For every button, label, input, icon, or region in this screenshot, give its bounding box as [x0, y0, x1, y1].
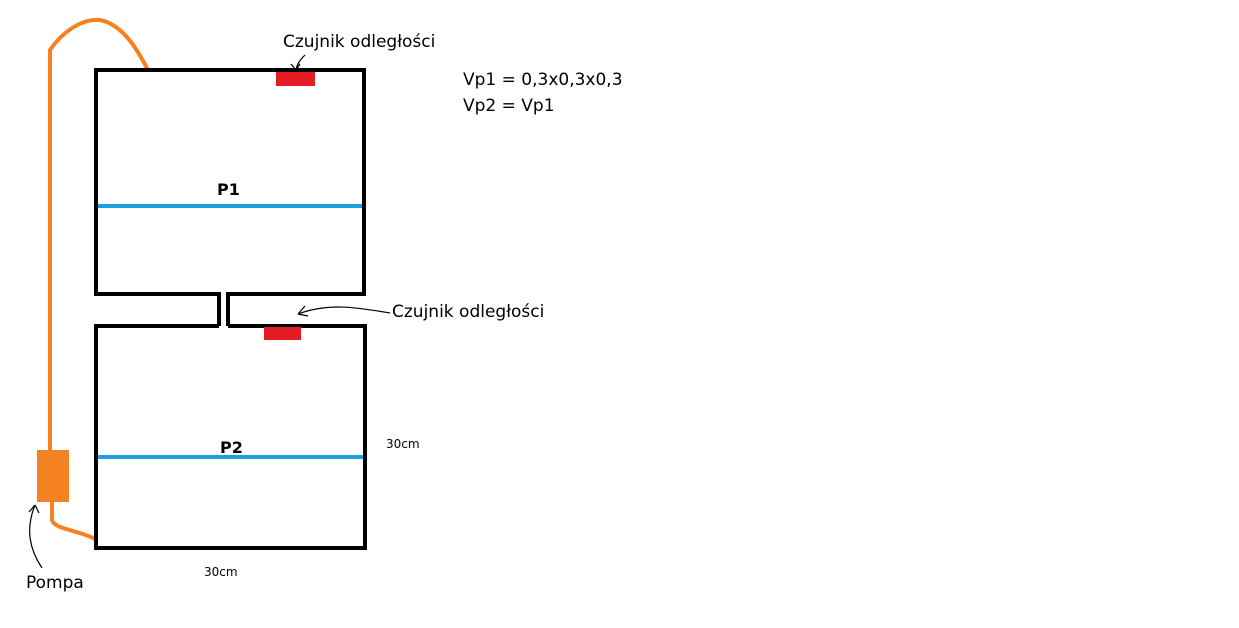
- pump-label: Pompa: [26, 573, 84, 593]
- tank-p1-outline: [94, 68, 366, 326]
- tank-p2-outline: [94, 324, 367, 550]
- distance-sensor-bottom: [264, 327, 301, 340]
- arrow-sensor-mid: [297, 305, 391, 317]
- formula-vp1: Vp1 = 0,3x0,3x0,3: [463, 70, 623, 90]
- sensor-label-top: Czujnik odległości: [283, 32, 436, 52]
- tank-label-p1: P1: [217, 180, 240, 199]
- pump-body: [37, 450, 69, 502]
- dimension-width: 30cm: [204, 565, 238, 579]
- dimension-height: 30cm: [386, 437, 420, 451]
- pump-pipe: [48, 17, 150, 542]
- distance-sensor-top: [276, 72, 315, 86]
- tank-label-p2: P2: [220, 438, 243, 457]
- formula-vp2: Vp2 = Vp1: [463, 96, 555, 116]
- sensor-label-mid: Czujnik odległości: [392, 302, 545, 322]
- arrow-pump: [28, 504, 43, 569]
- arrow-sensor-top: [290, 54, 306, 71]
